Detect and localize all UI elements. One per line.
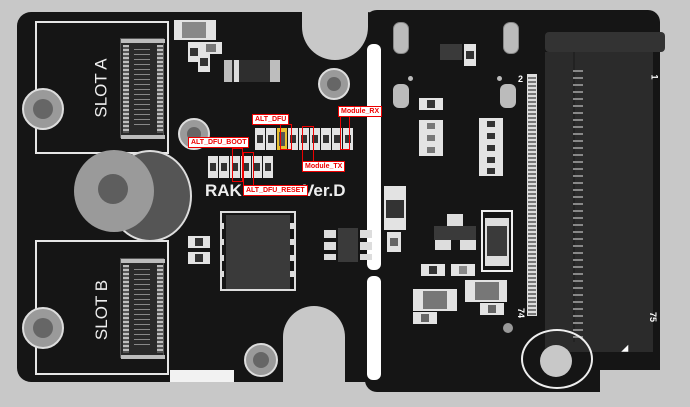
transistor-top bbox=[440, 44, 462, 60]
slot-a-label: SLOT A bbox=[91, 58, 111, 118]
annotation-module-rx: Module_RX bbox=[338, 106, 383, 117]
resistor-left-1 bbox=[188, 236, 210, 248]
resistor-row-upper bbox=[255, 128, 361, 150]
board-title-left: RAK bbox=[205, 181, 242, 200]
edge-connector-housing[interactable] bbox=[545, 32, 665, 352]
top-cutout bbox=[302, 0, 368, 60]
resistor-left-2 bbox=[188, 252, 210, 264]
inductor bbox=[481, 210, 513, 272]
slot-b-connector[interactable] bbox=[120, 258, 165, 359]
resistor-bottom-3 bbox=[413, 312, 437, 324]
l-pad-1 bbox=[393, 84, 409, 108]
resistor-stack-left bbox=[419, 120, 443, 156]
silkscreen-strip bbox=[170, 370, 234, 382]
alt-dfu-pad bbox=[277, 128, 287, 150]
mounting-hole-bottom-mid bbox=[244, 343, 278, 377]
pin-label-1: 1 bbox=[649, 74, 660, 80]
slot-bar-top bbox=[367, 44, 381, 270]
bottom-right-bevel bbox=[600, 370, 690, 407]
slot-bar-bottom bbox=[367, 276, 381, 380]
annotation-alt-dfu-boot: ALT_DFU_BOOT bbox=[188, 137, 250, 148]
resistor-top-3 bbox=[198, 52, 210, 72]
bottom-left-strip bbox=[0, 382, 365, 407]
mounting-hole-top-mid bbox=[318, 68, 350, 100]
slot-b-label: SLOT B bbox=[92, 279, 112, 341]
capacitor-right-tall bbox=[384, 186, 406, 230]
slot-a-connector[interactable] bbox=[120, 38, 165, 139]
resistor-near-transistor bbox=[464, 44, 476, 66]
l-pad-2 bbox=[500, 84, 516, 108]
resistor-top-2 bbox=[200, 42, 222, 54]
capacitor-top bbox=[174, 20, 216, 40]
pin-label-2: 2 bbox=[518, 74, 524, 84]
edge-connector-pins bbox=[527, 74, 537, 316]
pin-label-75: 75 bbox=[648, 311, 659, 323]
annotation-alt-dfu-reset: ALT_DFU_RESET bbox=[243, 185, 308, 196]
connector-mount-silkscreen bbox=[521, 329, 593, 389]
resistor-mid-1 bbox=[419, 98, 443, 110]
via-dot-1 bbox=[408, 76, 413, 81]
resistor-top-1 bbox=[188, 42, 200, 62]
resistor-right-small bbox=[387, 232, 401, 252]
resistor-stack-right bbox=[479, 118, 503, 176]
annotation-alt-dfu-reset-box bbox=[243, 152, 254, 186]
resistor-row-lower bbox=[208, 156, 280, 178]
mounting-hole-slot-b bbox=[22, 307, 64, 349]
capacitor-bottom-1 bbox=[413, 289, 457, 311]
mounting-hole-slot-a bbox=[22, 88, 64, 130]
ic-soic8 bbox=[220, 211, 296, 291]
board-title-right: Ver.D bbox=[303, 181, 346, 200]
via-dot-3 bbox=[503, 323, 513, 333]
annotation-alt-dfu-box bbox=[280, 124, 292, 150]
regulator-sot223 bbox=[432, 214, 478, 250]
annotation-module-tx: Module_TX bbox=[302, 161, 346, 172]
standoff bbox=[74, 150, 154, 232]
pin-label-74: 74 bbox=[516, 307, 527, 319]
annotation-alt-dfu-boot-box bbox=[232, 148, 243, 182]
annotation-module-tx-box bbox=[302, 126, 314, 162]
capacitor-bottom-2 bbox=[465, 280, 507, 302]
resistor-bottom-4 bbox=[480, 303, 504, 315]
annotation-alt-dfu: ALT_DFU bbox=[252, 114, 290, 125]
diode-top bbox=[224, 60, 280, 82]
oval-pad-2 bbox=[503, 22, 519, 54]
resistor-bottom-2 bbox=[451, 264, 475, 276]
resistor-bottom-1 bbox=[421, 264, 445, 276]
ic-sot23-6 bbox=[324, 226, 374, 262]
annotation-module-rx-box bbox=[340, 116, 350, 150]
connector-mount-hole bbox=[540, 345, 572, 377]
oval-pad-1 bbox=[393, 22, 409, 54]
via-dot-2 bbox=[497, 76, 502, 81]
